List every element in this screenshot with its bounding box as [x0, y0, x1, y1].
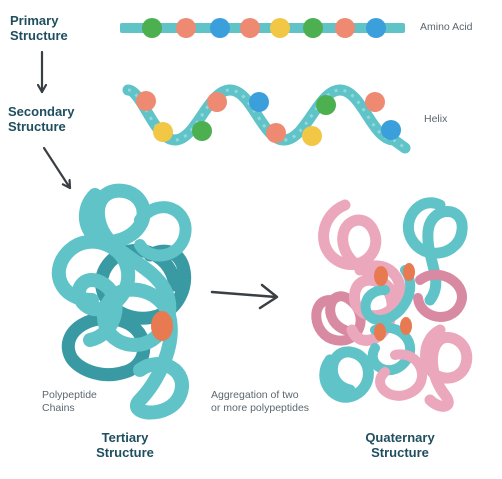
helix-amino-acid-beads [136, 91, 401, 146]
primary-strand [120, 23, 405, 33]
tertiary-structure-label: Tertiary Structure [83, 430, 167, 460]
prosthetic-group [151, 311, 173, 341]
secondary-label-line2: Structure [8, 119, 66, 134]
quaternary-label-line1: Quaternary [365, 430, 435, 445]
polypeptide-chains-label: Polypeptide Chains [42, 389, 97, 415]
quaternary-prosthetic-group-2 [403, 263, 415, 281]
arrow-tertiary-to-quaternary-shaft [210, 290, 278, 299]
helix-chain [122, 84, 411, 154]
helix-amino-acid-bead [136, 91, 156, 111]
amino-acid-bead [176, 18, 196, 38]
helix-amino-acid-bead [207, 92, 227, 112]
quaternary-prosthetic-group-3 [400, 317, 412, 335]
polypeptide-label-line2: Chains [42, 402, 75, 414]
tertiary-label-line1: Tertiary [101, 430, 149, 445]
quaternary-complex [311, 197, 473, 412]
amino-acid-bead [142, 18, 162, 38]
primary-label-line2: Structure [10, 28, 68, 43]
amino-acid-bead [270, 18, 290, 38]
quaternary-structure-label: Quaternary Structure [350, 430, 450, 460]
helix-label: Helix [424, 113, 448, 125]
quaternary-label-line2: Structure [371, 445, 429, 460]
amino-acid-beads [142, 18, 386, 38]
secondary-label-line1: Secondary [8, 104, 75, 119]
tertiary-fold [52, 183, 192, 420]
amino-acid-bead [210, 18, 230, 38]
helix-amino-acid-bead [192, 121, 212, 141]
aggregation-label-line2: or more polypeptides [211, 402, 310, 414]
aggregation-label-line1: Aggregation of two [211, 389, 299, 401]
polypeptide-label-line1: Polypeptide [42, 389, 97, 401]
arrow-secondary-to-tertiary [42, 146, 72, 190]
quaternary-prosthetic-group-1 [374, 266, 388, 286]
helix-amino-acid-bead [302, 126, 322, 146]
amino-acid-bead [303, 18, 323, 38]
amino-acid-label: Amino Acid [420, 21, 473, 33]
secondary-structure-label: Secondary Structure [8, 104, 74, 134]
amino-acid-bead [335, 18, 355, 38]
aggregation-label: Aggregation of two or more polypeptides [211, 389, 309, 415]
helix-amino-acid-bead [153, 122, 173, 142]
quaternary-prosthetic-group-4 [374, 323, 386, 341]
tertiary-label-line2: Structure [96, 445, 154, 460]
helix-amino-acid-bead [365, 92, 385, 112]
amino-acid-bead [240, 18, 260, 38]
helix-amino-acid-bead [381, 120, 401, 140]
primary-label-line1: Primary [10, 13, 59, 28]
primary-structure-label: Primary Structure [10, 13, 68, 43]
amino-acid-bead [366, 18, 386, 38]
helix-amino-acid-bead [316, 95, 336, 115]
arrow-tertiary-to-quaternary-head [258, 283, 279, 310]
helix-amino-acid-bead [249, 92, 269, 112]
helix-amino-acid-bead [266, 123, 286, 143]
primary-chain [120, 18, 405, 38]
